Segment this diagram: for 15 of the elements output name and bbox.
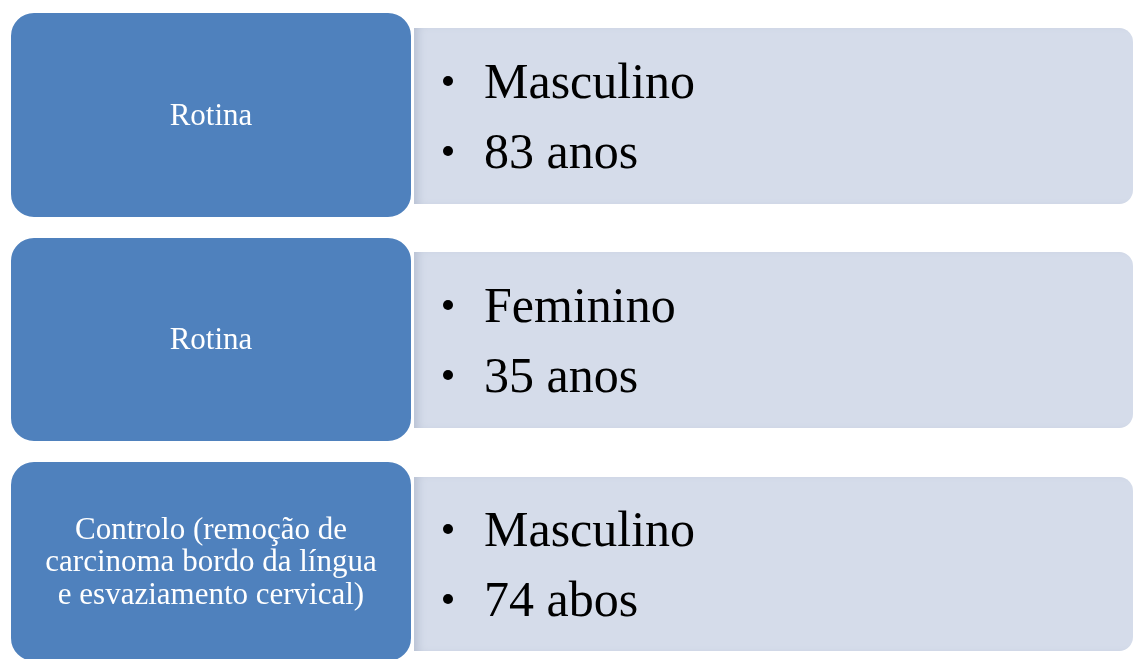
list-item-text: Masculino [484, 52, 696, 110]
detail-panel [414, 252, 1133, 428]
list-item-text: Feminino [484, 276, 676, 334]
list-item-text: 35 anos [484, 346, 639, 404]
category-label: Rotina [169, 323, 253, 356]
category-label: Controlo (remoção de carcinoma bordo da língua e esvaziamento cervical) [44, 512, 378, 611]
category-label: Rotina [169, 98, 253, 132]
category-box [8, 10, 414, 220]
category-box [8, 235, 414, 444]
list-item-text: 74 abos [484, 570, 639, 628]
category-box [8, 459, 414, 659]
detail-panel [414, 477, 1133, 651]
list-item-text: 83 anos [484, 122, 639, 180]
list-item-text: Masculino [484, 500, 696, 558]
detail-panel [414, 28, 1133, 204]
